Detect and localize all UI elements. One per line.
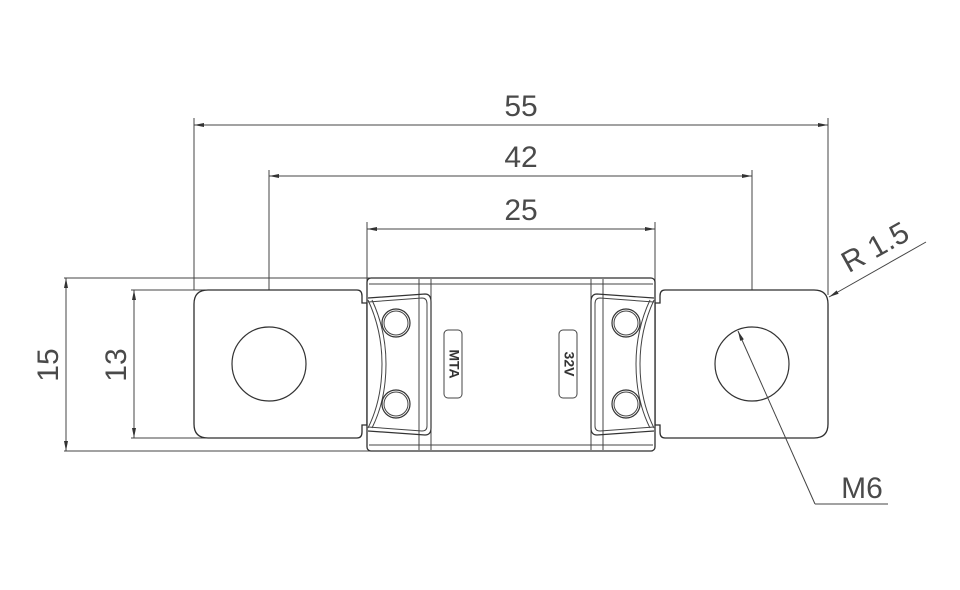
voltage-label: 32V	[558, 329, 578, 399]
dimension-15: 15	[32, 277, 380, 452]
corner-radius-callout: R 1.5	[828, 216, 927, 298]
right-terminal-tab	[654, 289, 829, 439]
dimension-label-13: 13	[100, 348, 133, 381]
dimension-label-25: 25	[504, 194, 537, 227]
dimension-label-15: 15	[32, 348, 65, 381]
dimension-25: 25	[366, 194, 656, 282]
bolt-hole-label: M6	[841, 472, 883, 505]
left-clamp	[367, 293, 432, 436]
left-terminal-tab	[193, 289, 368, 439]
brand-text: MTA	[446, 349, 462, 378]
rivets	[381, 308, 641, 419]
brand-label: MTA	[443, 329, 463, 399]
dimension-42: 42	[268, 141, 753, 363]
dimension-13: 13	[100, 289, 240, 439]
right-clamp	[590, 293, 655, 436]
dimension-label-55: 55	[504, 90, 537, 123]
left-bolt-hole	[231, 326, 307, 402]
right-bolt-hole	[714, 326, 790, 402]
dimension-55: 55	[193, 90, 829, 295]
voltage-text: 32V	[561, 352, 577, 378]
bolt-hole-callout: M6	[737, 330, 888, 505]
dimension-label-42: 42	[504, 141, 537, 174]
corner-radius-label: R 1.5	[836, 216, 915, 280]
fuse-body: MTA 32V	[366, 277, 656, 452]
